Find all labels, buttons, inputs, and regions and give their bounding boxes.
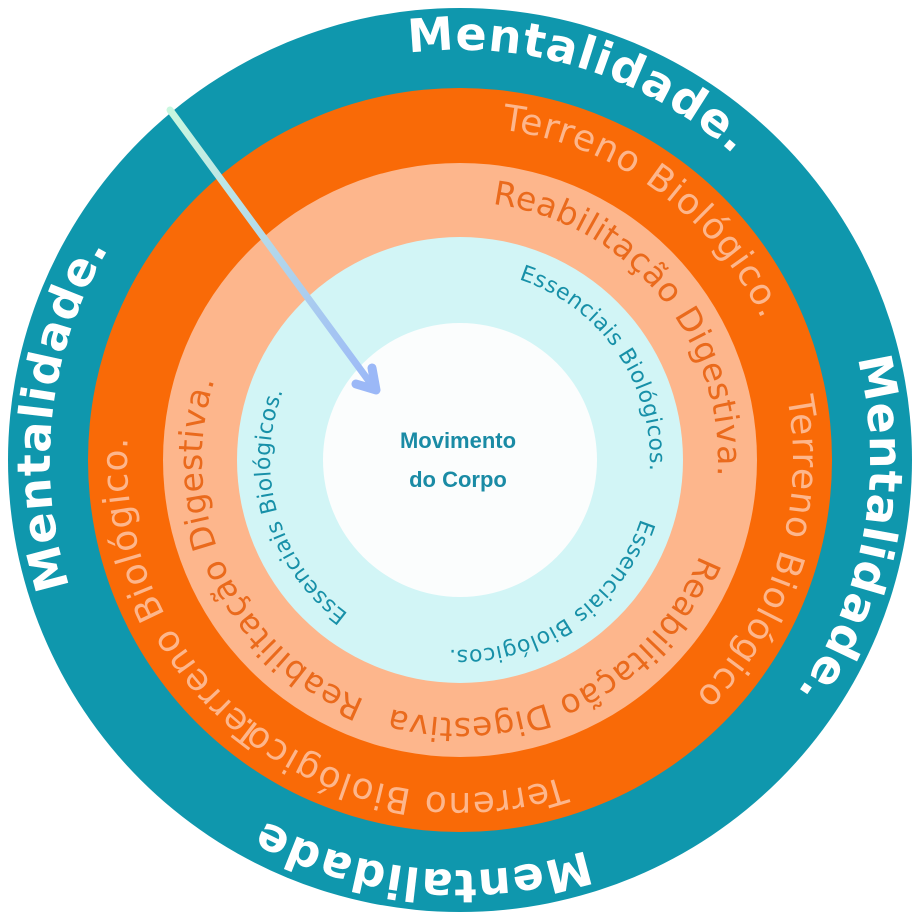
core-circle xyxy=(323,323,597,597)
core-label-line1: Movimento xyxy=(400,428,516,453)
arrow-down-right-icon xyxy=(166,106,381,395)
core-label-line2: do Corpo xyxy=(409,467,507,492)
